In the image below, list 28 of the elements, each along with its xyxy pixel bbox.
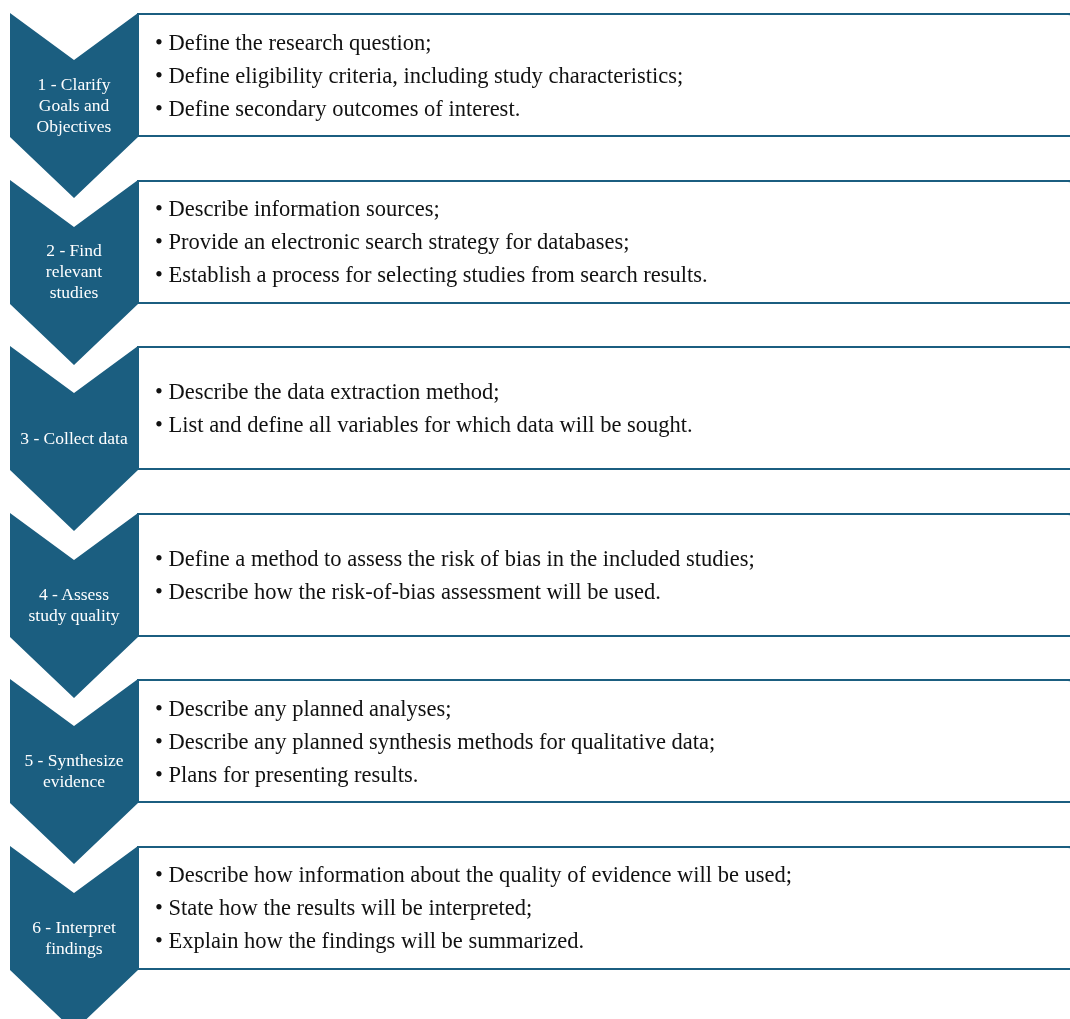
step-label: 2 - Find relevant studies <box>44 240 104 303</box>
step-label: 5 - Synthesize evidence <box>23 750 125 792</box>
text-box <box>137 13 1070 137</box>
text-box <box>137 679 1070 803</box>
bullet-item: • Define secondary outcomes of interest. <box>155 94 522 123</box>
bullet-item: • Explain how the findings will be summarized. <box>155 927 586 955</box>
bullet-item: • Plans for presenting results. <box>155 760 420 789</box>
bullet-item: • Define eligibility criteria, including study characteristics; <box>155 61 685 90</box>
text-box <box>137 179 1070 304</box>
bullet-item: • State how the results will be interpreted; <box>155 894 534 922</box>
bullet-item: • Define the research question; <box>155 28 433 57</box>
text-box <box>137 346 1070 470</box>
text-box <box>137 845 1070 970</box>
step-label: 1 - Clarify Goals and Objectives <box>35 73 113 137</box>
step-label: 3 - Collect data <box>20 427 128 449</box>
text-box <box>137 512 1070 637</box>
bullet-item: • Describe information sources; <box>155 195 441 223</box>
step-label: 6 - Interpret findings <box>31 916 117 959</box>
bullet-item: • Describe how the risk-of-bias assessment will be used. <box>155 577 662 606</box>
bullet-item: • Describe any planned analyses; <box>155 694 453 723</box>
bullet-item: • Establish a process for selecting studies from search results. <box>155 261 709 289</box>
bullet-item: • Provide an electronic search strategy for databases; <box>155 228 631 256</box>
step-label: 4 - Assess study quality <box>27 583 121 626</box>
bullet-item: • List and define all variables for which data will be sought. <box>155 411 694 439</box>
bullet-item: • Define a method to assess the risk of bias in the included studies; <box>155 544 756 573</box>
bullet-item: • Describe the data extraction method; <box>155 378 501 406</box>
bullet-item: • Describe how information about the quality of evidence will be used; <box>155 861 794 889</box>
bullet-item: • Describe any planned synthesis methods for qualitative data; <box>155 727 717 756</box>
